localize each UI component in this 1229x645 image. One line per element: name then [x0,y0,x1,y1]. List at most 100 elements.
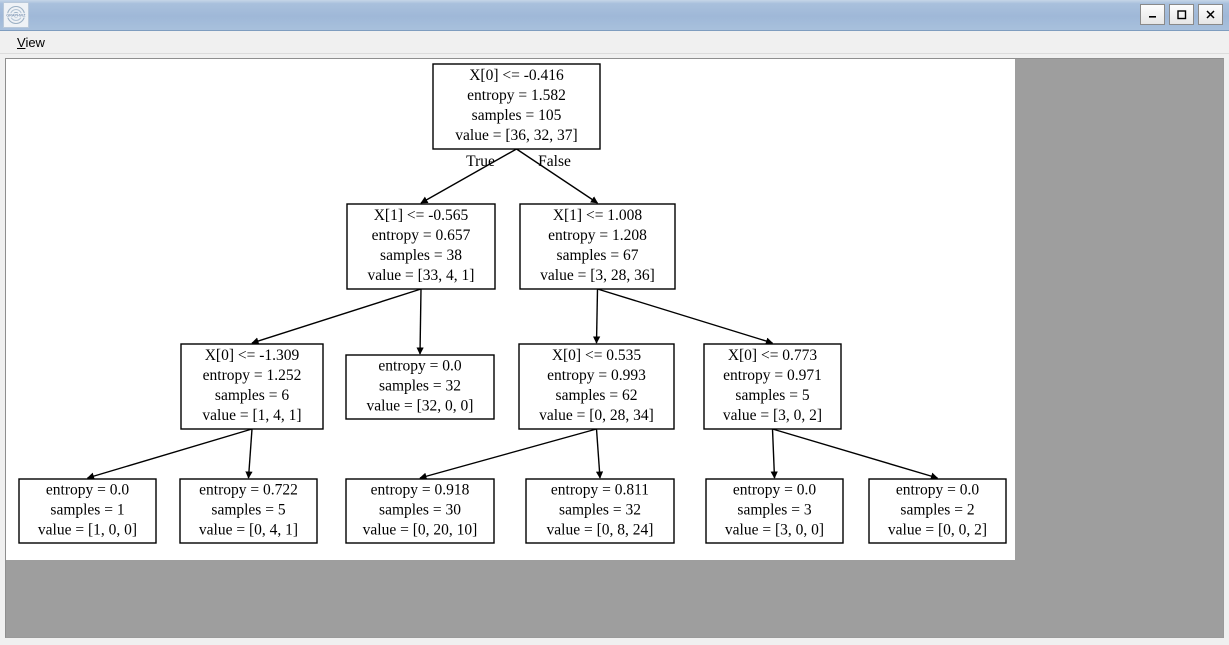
node-value: value = [0, 8, 24] [547,522,654,539]
tree-edge [416,288,424,355]
node-entropy: entropy = 1.208 [548,227,647,244]
node-entropy: entropy = 0.0 [46,482,129,499]
node-entropy: entropy = 0.0 [896,482,979,499]
tree-leaf-node[interactable]: entropy = 0.0 samples = 32 value = [32, 0,… [345,354,495,420]
node-box [705,478,844,544]
node-box [519,203,676,290]
node-box [180,343,324,430]
menu-bar: View [0,31,1229,54]
node-box [345,354,495,420]
node-entropy: entropy = 0.722 [199,482,298,499]
tree-split-node[interactable]: X[1] <= 1.008 entropy = 1.208 samples = 67… [519,203,676,290]
tree-leaf-node[interactable]: entropy = 0.918 samples = 30 value = [0, 2… [345,478,495,544]
menu-item-view-label: iew [25,34,45,50]
node-samples: samples = 32 [379,378,461,395]
node-samples: samples = 5 [735,387,809,404]
tree-edge [516,148,599,204]
node-box [518,343,675,430]
node-samples: samples = 1 [50,502,124,519]
svg-text:GRAPHVIZ: GRAPHVIZ [6,14,26,18]
node-value: value = [32, 0, 0] [367,398,474,415]
node-entropy: entropy = 1.582 [467,87,566,104]
node-value: value = [0, 28, 34] [539,407,654,424]
edge-label-true: True [466,153,495,170]
tree-edge [592,288,601,344]
tree-leaf-node[interactable]: entropy = 0.0 samples = 2 value = [0, 0, 2… [868,478,1007,544]
node-entropy: entropy = 1.252 [203,367,302,384]
node-value: value = [3, 0, 0] [725,522,824,539]
node-box [703,343,842,430]
node-condition: X[0] <= -1.309 [205,347,300,364]
node-condition: X[0] <= 0.773 [728,347,818,364]
node-samples: samples = 2 [900,502,974,519]
node-samples: samples = 6 [215,387,289,404]
node-value: value = [0, 4, 1] [199,522,298,539]
tree-edge [770,428,778,479]
node-value: value = [1, 4, 1] [202,407,301,424]
menu-item-view[interactable]: View [12,34,50,51]
node-entropy: entropy = 0.811 [551,482,649,499]
tree-edge [251,288,422,345]
tree-edge [772,428,939,480]
tree-edge [420,148,517,204]
tree-split-node[interactable]: X[0] <= 0.773 entropy = 0.971 samples = 5 v… [703,343,842,430]
node-samples: samples = 105 [472,107,562,124]
tree-leaf-node[interactable]: entropy = 0.0 samples = 3 value = [3, 0, 0… [705,478,844,544]
node-box [432,63,601,150]
tree-edge-labels: True False [466,153,571,170]
title-bar: GRAPHVIZ [0,0,1229,31]
node-value: value = [0, 0, 2] [888,522,987,539]
tree-edge [86,428,253,480]
window-controls [1140,4,1223,25]
close-button[interactable] [1198,4,1223,25]
node-samples: samples = 30 [379,502,461,519]
node-box [346,203,496,290]
node-value: value = [36, 32, 37] [455,127,577,144]
node-box [179,478,318,544]
tree-split-node[interactable]: X[0] <= -1.309 entropy = 1.252 samples = 6… [180,343,324,430]
node-condition: X[0] <= 0.535 [552,347,642,364]
tree-edge [419,428,597,480]
node-entropy: entropy = 0.0 [733,482,816,499]
node-entropy: entropy = 0.657 [372,227,471,244]
tree-edge [245,428,253,479]
node-entropy: entropy = 0.0 [378,358,461,375]
edge-label-false: False [538,153,571,170]
node-value: value = [3, 28, 36] [540,267,655,284]
node-samples: samples = 32 [559,502,641,519]
tree-leaf-node[interactable]: entropy = 0.811 samples = 32 value = [0, 8… [525,478,675,544]
node-entropy: entropy = 0.971 [723,367,822,384]
node-condition: X[1] <= 1.008 [553,207,643,224]
maximize-button[interactable] [1169,4,1194,25]
minimize-button[interactable] [1140,4,1165,25]
node-samples: samples = 3 [737,502,811,519]
tree-leaf-node[interactable]: entropy = 0.0 samples = 1 value = [1, 0, 0… [18,478,157,544]
tree-leaf-node[interactable]: entropy = 0.722 samples = 5 value = [0, 4,… [179,478,318,544]
graphviz-logo-icon: GRAPHVIZ [3,2,29,28]
node-condition: X[1] <= -0.565 [374,207,469,224]
node-box [525,478,675,544]
node-value: value = [0, 20, 10] [363,522,478,539]
node-samples: samples = 62 [556,387,638,404]
node-box [868,478,1007,544]
node-value: value = [33, 4, 1] [368,267,475,284]
tree-edge [595,428,604,479]
node-value: value = [3, 0, 2] [723,407,822,424]
node-value: value = [1, 0, 0] [38,522,137,539]
menu-item-view-mnemonic: V [17,34,26,50]
tree-edges [86,148,939,480]
node-samples: samples = 67 [557,247,639,264]
node-box [345,478,495,544]
node-box [18,478,157,544]
node-samples: samples = 5 [211,502,285,519]
tree-edge [597,288,774,345]
node-entropy: entropy = 0.918 [371,482,470,499]
